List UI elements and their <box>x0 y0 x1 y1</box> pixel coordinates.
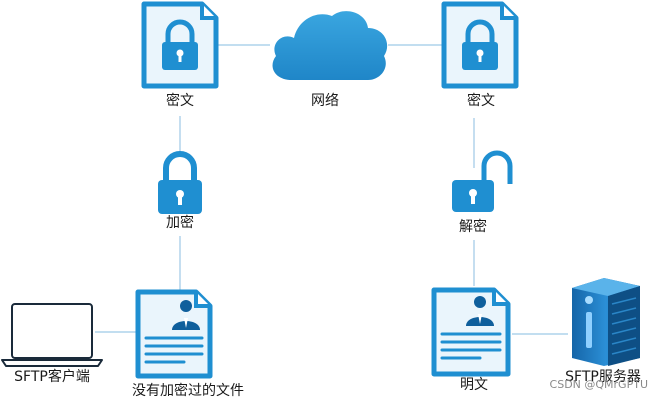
watermark: CSDN @QMrGPTU <box>549 378 648 391</box>
laptop-icon <box>1 303 103 367</box>
client-label: SFTP客户端 <box>14 369 90 385</box>
server-icon <box>572 278 640 366</box>
connector-lines <box>95 44 568 335</box>
plaintext-label: 明文 <box>460 377 488 393</box>
decrypt-label: 解密 <box>459 219 487 235</box>
padlock-closed-icon <box>158 151 202 214</box>
cipher-label-right: 密文 <box>467 93 495 109</box>
server-label: SFTP服务器 <box>565 369 641 385</box>
locked-document-icon <box>441 1 519 89</box>
resume-document-icon <box>431 287 511 377</box>
padlock-open-icon <box>452 150 513 212</box>
plain-file-label: 没有加密过的文件 <box>132 383 244 399</box>
locked-document-icon <box>141 1 219 89</box>
network-label: 网络 <box>311 93 339 109</box>
cloud-icon <box>272 11 388 80</box>
resume-document-icon <box>135 289 213 379</box>
encrypt-label: 加密 <box>166 215 194 231</box>
cipher-label-left: 密文 <box>166 93 194 109</box>
